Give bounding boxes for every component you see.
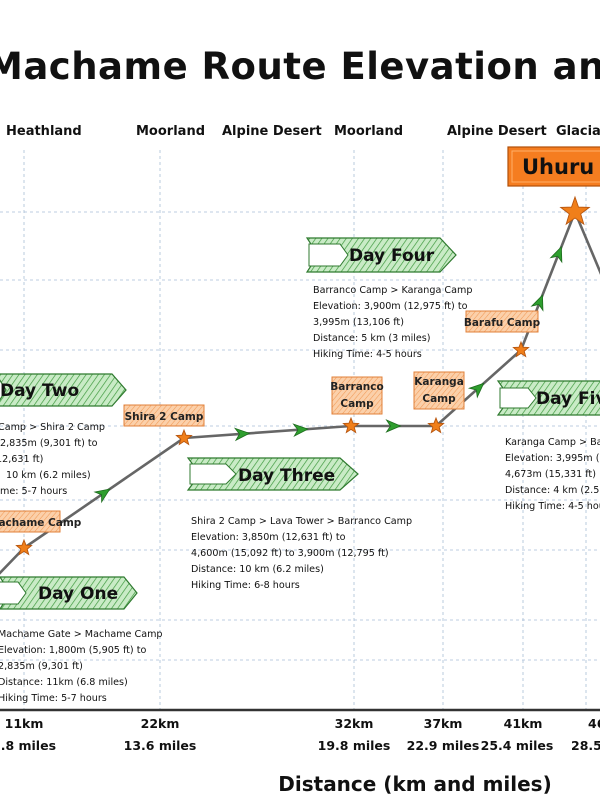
x-tick-labels: 11km 6.8 miles 22km 13.6 miles 32km 19.8… [0, 716, 600, 753]
camp-marker [15, 538, 33, 556]
day-info-line: Shira 2 Camp > Lava Tower > Barranco Cam… [191, 516, 412, 527]
vegetation-zones: Heathland Moorland Alpine Desert Moorlan… [6, 124, 600, 139]
day-info-line: Elevation: 3,900m (12,975 ft) to [313, 301, 468, 312]
direction-arrow [292, 423, 309, 438]
zone-label: Moorland [334, 124, 403, 139]
day-info-line: Distance: 11km (6.8 miles) [0, 677, 128, 688]
camp-label-shira-2: Shira 2 Camp [123, 404, 205, 427]
camp-name: Shira 2 Camp [125, 411, 204, 423]
day-info-line: 4,673m (15,331 ft) [505, 469, 596, 480]
day-info-line: Hiking Time: 6-8 hours [191, 580, 300, 591]
x-tick-miles: 6.8 miles [0, 738, 56, 753]
x-tick-km: 11km [5, 716, 44, 731]
day-info-one: Machame Gate > Machame Camp Elevation: 1… [0, 629, 163, 704]
day-label: Day Three [238, 466, 335, 486]
day-label: Day Four [349, 246, 435, 266]
day-info-line: Camp > Shira 2 Camp [0, 422, 105, 433]
day-banner-three: Day Three [186, 457, 359, 491]
day-info-line: 2,835m (9,301 ft) [0, 661, 83, 672]
zone-label: Moorland [136, 124, 205, 139]
camp-label-karanga: Karanga Camp [413, 371, 465, 410]
day-banner-two: Day Two [0, 373, 127, 407]
camp-label-machame: Machame Camp [0, 510, 82, 533]
camp-marker [427, 416, 445, 434]
day-info-line: Elevation: 3,850m (12,631 ft) to [191, 532, 346, 543]
camp-labels: Machame Camp Shira 2 Camp Barranco Camp … [0, 310, 541, 533]
camp-name: Camp [340, 398, 374, 410]
day-info-line: Distance: 4 km (2.5 [505, 485, 599, 496]
day-info-three: Shira 2 Camp > Lava Tower > Barranco Cam… [191, 516, 412, 591]
x-tick-miles: 28.5 [571, 738, 600, 753]
camp-marker [512, 340, 530, 358]
day-info-line: Distance: 5 km (3 miles) [313, 333, 431, 344]
day-info-line: Hiking Time: 5-7 hours [0, 693, 107, 704]
camp-name: Camp [422, 393, 456, 405]
day-banners: Day One Day Two Day Three Day Four Day F… [0, 237, 600, 610]
direction-arrow [385, 419, 402, 433]
day-banner-four: Day Four [305, 237, 457, 273]
day-info-line: Barranco Camp > Karanga Camp [313, 285, 472, 296]
camp-marker [342, 416, 360, 434]
day-label: Day Five [536, 389, 600, 409]
x-tick-miles: 13.6 miles [124, 738, 197, 753]
summit-label: Uhuru [507, 146, 600, 187]
day-banner-one: Day One [0, 576, 138, 610]
direction-arrow [233, 427, 251, 442]
day-info-five: Karanga Camp > Bar Elevation: 3,995m (13… [505, 437, 600, 512]
day-label: Day One [38, 584, 118, 604]
day-info-line: Elevation: 1,800m (5,905 ft) to [0, 645, 146, 656]
camp-name: Barafu Camp [464, 317, 541, 329]
camp-marker [175, 428, 193, 446]
day-info-line: me: 5-7 hours [0, 486, 67, 497]
zone-label: Alpine Desert [447, 124, 547, 139]
direction-arrow [467, 382, 485, 399]
x-tick-km: 32km [335, 716, 374, 731]
x-tick-km: 22km [141, 716, 180, 731]
x-tick-km: 46 [588, 716, 600, 731]
day-info-line: 10 km (6.2 miles) [6, 470, 91, 481]
x-axis-label: Distance (km and miles) [278, 772, 551, 796]
day-banner-five: Day Five [496, 380, 600, 416]
day-info-line: Hiking Time: 4-5 hou [505, 501, 600, 512]
day-info-line: Machame Gate > Machame Camp [0, 629, 163, 640]
direction-arrow [549, 245, 563, 264]
x-tick-km: 37km [424, 716, 463, 731]
x-tick-miles: 25.4 miles [481, 738, 554, 753]
zone-label: Heathland [6, 124, 82, 139]
summit-marker [559, 195, 591, 226]
day-info-line: Elevation: 3,995m (13 [505, 453, 600, 464]
summit-name: Uhuru [522, 155, 594, 179]
day-info-four: Barranco Camp > Karanga Camp Elevation: … [313, 285, 472, 360]
chart-title: Machame Route Elevation and Distance [0, 45, 600, 88]
zone-label: Alpine Desert [222, 124, 322, 139]
x-tick-miles: 22.9 miles [407, 738, 480, 753]
camp-name: Machame Camp [0, 517, 82, 529]
day-info-line: 12,631 ft) [0, 454, 43, 465]
day-info-blocks: Machame Gate > Machame Camp Elevation: 1… [0, 285, 600, 704]
day-info-line: 4,600m (15,092 ft) to 3,900m (12,795 ft) [191, 548, 389, 559]
day-info-two: Camp > Shira 2 Camp 2,835m (9,301 ft) to… [0, 422, 105, 497]
x-tick-km: 41km [504, 716, 543, 731]
day-info-line: Hiking Time: 4-5 hours [313, 349, 422, 360]
camp-label-barafu: Barafu Camp [464, 310, 541, 333]
day-info-line: 2,835m (9,301 ft) to [0, 438, 98, 449]
day-info-line: 3,995m (13,106 ft) [313, 317, 404, 328]
direction-arrow [93, 488, 111, 504]
day-info-line: Karanga Camp > Bar [505, 437, 600, 448]
zone-label: Glacial [556, 124, 600, 139]
day-label: Day Two [0, 381, 79, 401]
camp-label-barranco: Barranco Camp [330, 376, 384, 415]
day-info-line: Distance: 10 km (6.2 miles) [191, 564, 324, 575]
x-tick-miles: 19.8 miles [318, 738, 391, 753]
direction-arrow [530, 294, 544, 312]
camp-name: Karanga [414, 376, 464, 388]
camp-name: Barranco [330, 381, 383, 393]
